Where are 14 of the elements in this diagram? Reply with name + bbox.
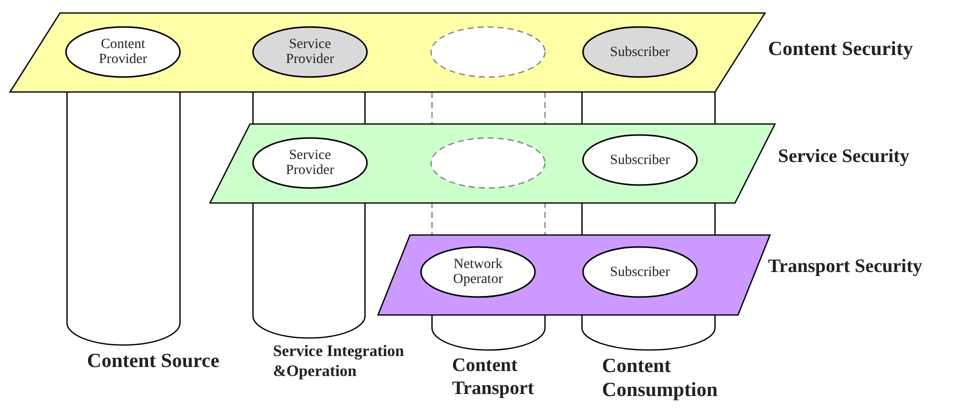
role-label: Subscriber [609,44,671,60]
column-label: Content Consumption [602,354,719,402]
role-label: Content Provider [98,37,148,67]
layer-title: Content Security [768,38,913,61]
role-label: Subscriber [609,152,671,168]
column-label: Service Integration &Operation [273,342,406,382]
layer-title: Service Security [778,146,910,168]
column-label: Content Transport [452,354,535,400]
layer-title: Transport Security [768,256,922,278]
role-label: Network Operator [452,257,504,287]
role-label: Subscriber [609,264,671,280]
column-label: Content Source [87,349,220,373]
role-label: Service Provider [284,148,336,178]
role-label: Service Provider [284,37,336,67]
